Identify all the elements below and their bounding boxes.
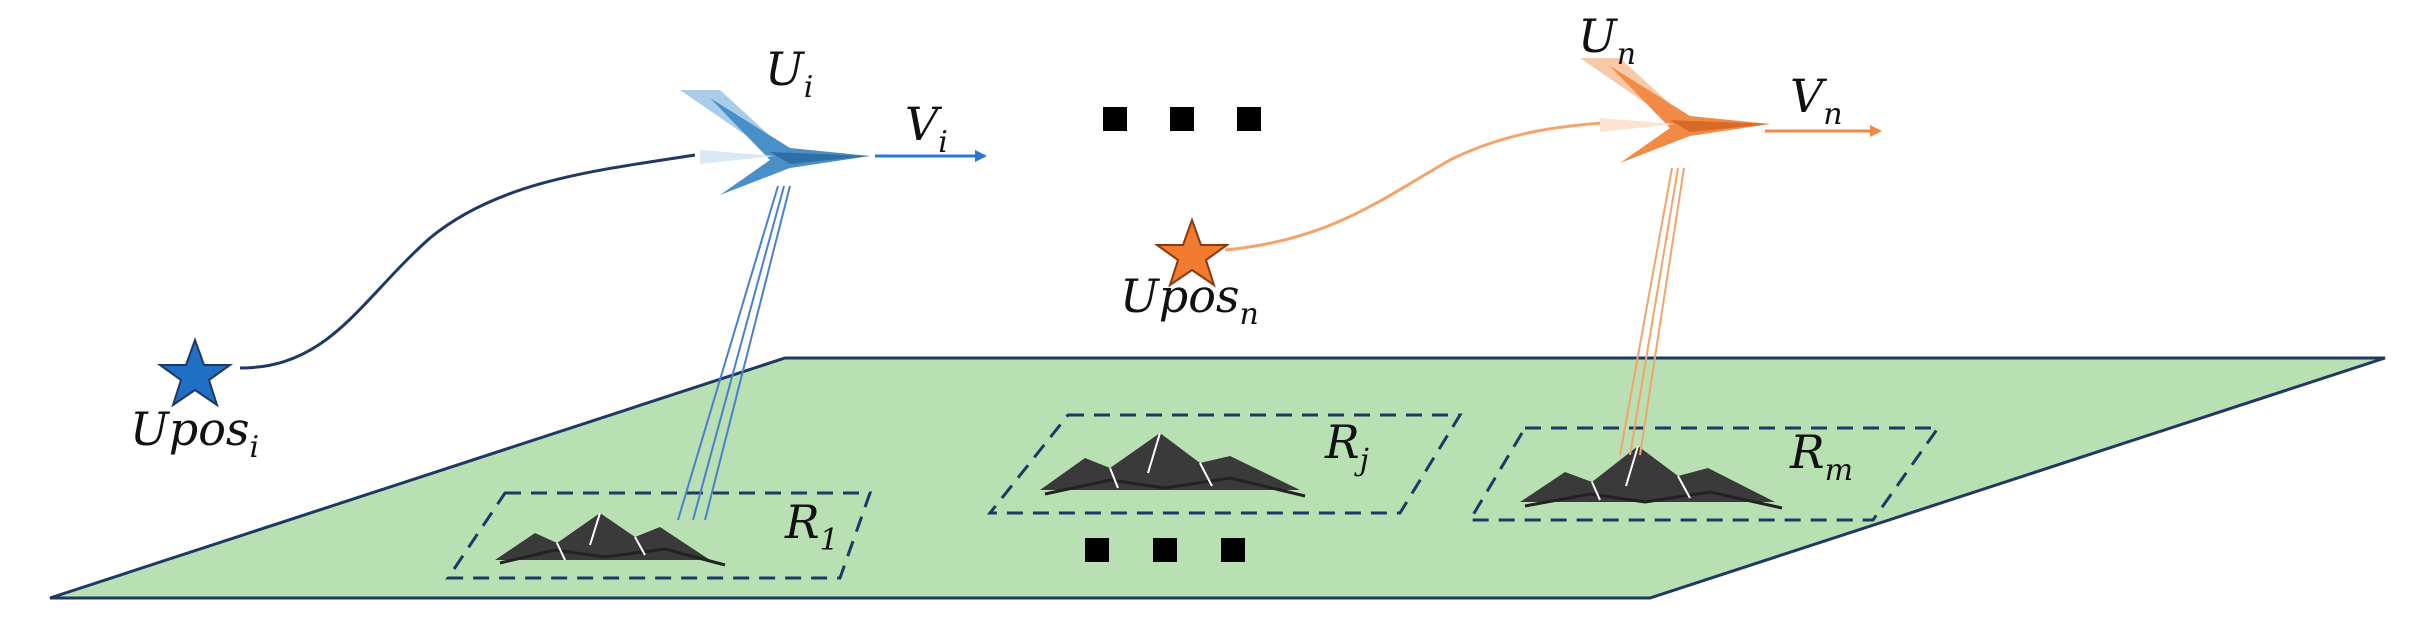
- region-rj-label-base: R: [1324, 415, 1360, 469]
- region-rj-boundary: [986, 413, 1463, 515]
- uav-n-trajectory: [1224, 120, 1616, 252]
- mountain-icon: [1040, 432, 1306, 498]
- position-i-label-base: Upos: [130, 402, 250, 456]
- region-r1-label-base: R: [784, 495, 820, 549]
- velocity-i-label-base: V: [905, 97, 943, 151]
- position-n-label: Uposn: [1120, 269, 1259, 332]
- velocity-i-label: Vi: [905, 97, 948, 160]
- uav-n-label: Un: [1578, 9, 1636, 72]
- position-i-label: Uposi: [130, 402, 259, 465]
- region-rm-label-sub: m: [1825, 453, 1853, 488]
- mountain-icon: [1520, 445, 1783, 510]
- position-n-label-base: Upos: [1120, 269, 1240, 323]
- uav-n-plane-icon: [1580, 58, 1770, 163]
- uav-i-sensing-beams: [677, 185, 791, 521]
- ellipsis-squares-icon: [1085, 538, 1245, 562]
- start-position-n-star-icon: [1153, 217, 1231, 288]
- region-rm-label: Rm: [1789, 425, 1853, 488]
- uav-i-label-base: U: [765, 42, 806, 96]
- uav-i-label: Ui: [765, 42, 813, 105]
- velocity-i-label-sub: i: [938, 125, 948, 160]
- velocity-n-label: Vn: [1790, 69, 1843, 132]
- mountain-icon: [495, 512, 726, 567]
- uav-n-label-sub: n: [1617, 37, 1636, 72]
- region-rm-boundary: [1467, 426, 1941, 522]
- uav-i-plane-icon: [680, 90, 870, 195]
- region-r1-label-sub: 1: [820, 523, 839, 558]
- uav-i-trajectory: [239, 153, 696, 370]
- position-i-label-sub: i: [250, 430, 260, 465]
- start-position-i-star-icon: [156, 337, 234, 408]
- region-r1-boundary: [445, 491, 873, 580]
- uav-n-sensing-beams: [1619, 167, 1685, 456]
- uav-i-label-sub: i: [804, 70, 814, 105]
- ellipsis-squares-icon: [1103, 107, 1261, 131]
- position-n-label-sub: n: [1240, 297, 1259, 332]
- region-r1: R1: [445, 491, 873, 580]
- region-r1-label: R1: [784, 495, 839, 558]
- velocity-n-label-base: V: [1790, 69, 1828, 123]
- region-rm-label-base: R: [1789, 425, 1825, 479]
- uav-n-label-base: U: [1578, 9, 1619, 63]
- velocity-n-label-sub: n: [1823, 97, 1842, 132]
- region-rm: Rm: [1467, 425, 1941, 522]
